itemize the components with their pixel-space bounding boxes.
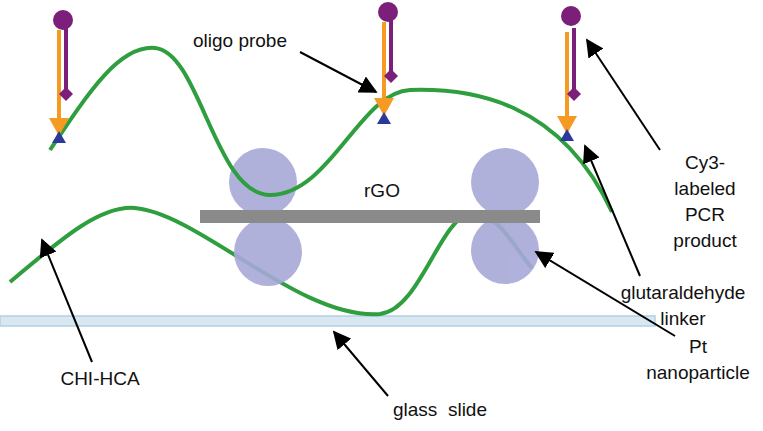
chitosan-strand <box>50 48 612 212</box>
glass-slide <box>0 316 655 326</box>
probe-label: oligo probe <box>170 28 310 54</box>
product-label: Cy3- labeled PCR product <box>670 150 740 254</box>
chitosan-strand <box>10 208 532 314</box>
leader-lines <box>42 40 675 396</box>
sheet-label: rGO <box>352 178 412 204</box>
probe <box>49 10 73 143</box>
polymer-label: CHI-HCA <box>45 366 155 392</box>
slide-label: glass slide <box>380 397 500 423</box>
linker-label: glutaraldehyde linker <box>608 280 758 332</box>
rgo-sheet <box>200 210 540 223</box>
probe <box>557 6 581 141</box>
probe <box>374 2 398 124</box>
particle-label: Pt nanoparticle <box>638 334 758 386</box>
